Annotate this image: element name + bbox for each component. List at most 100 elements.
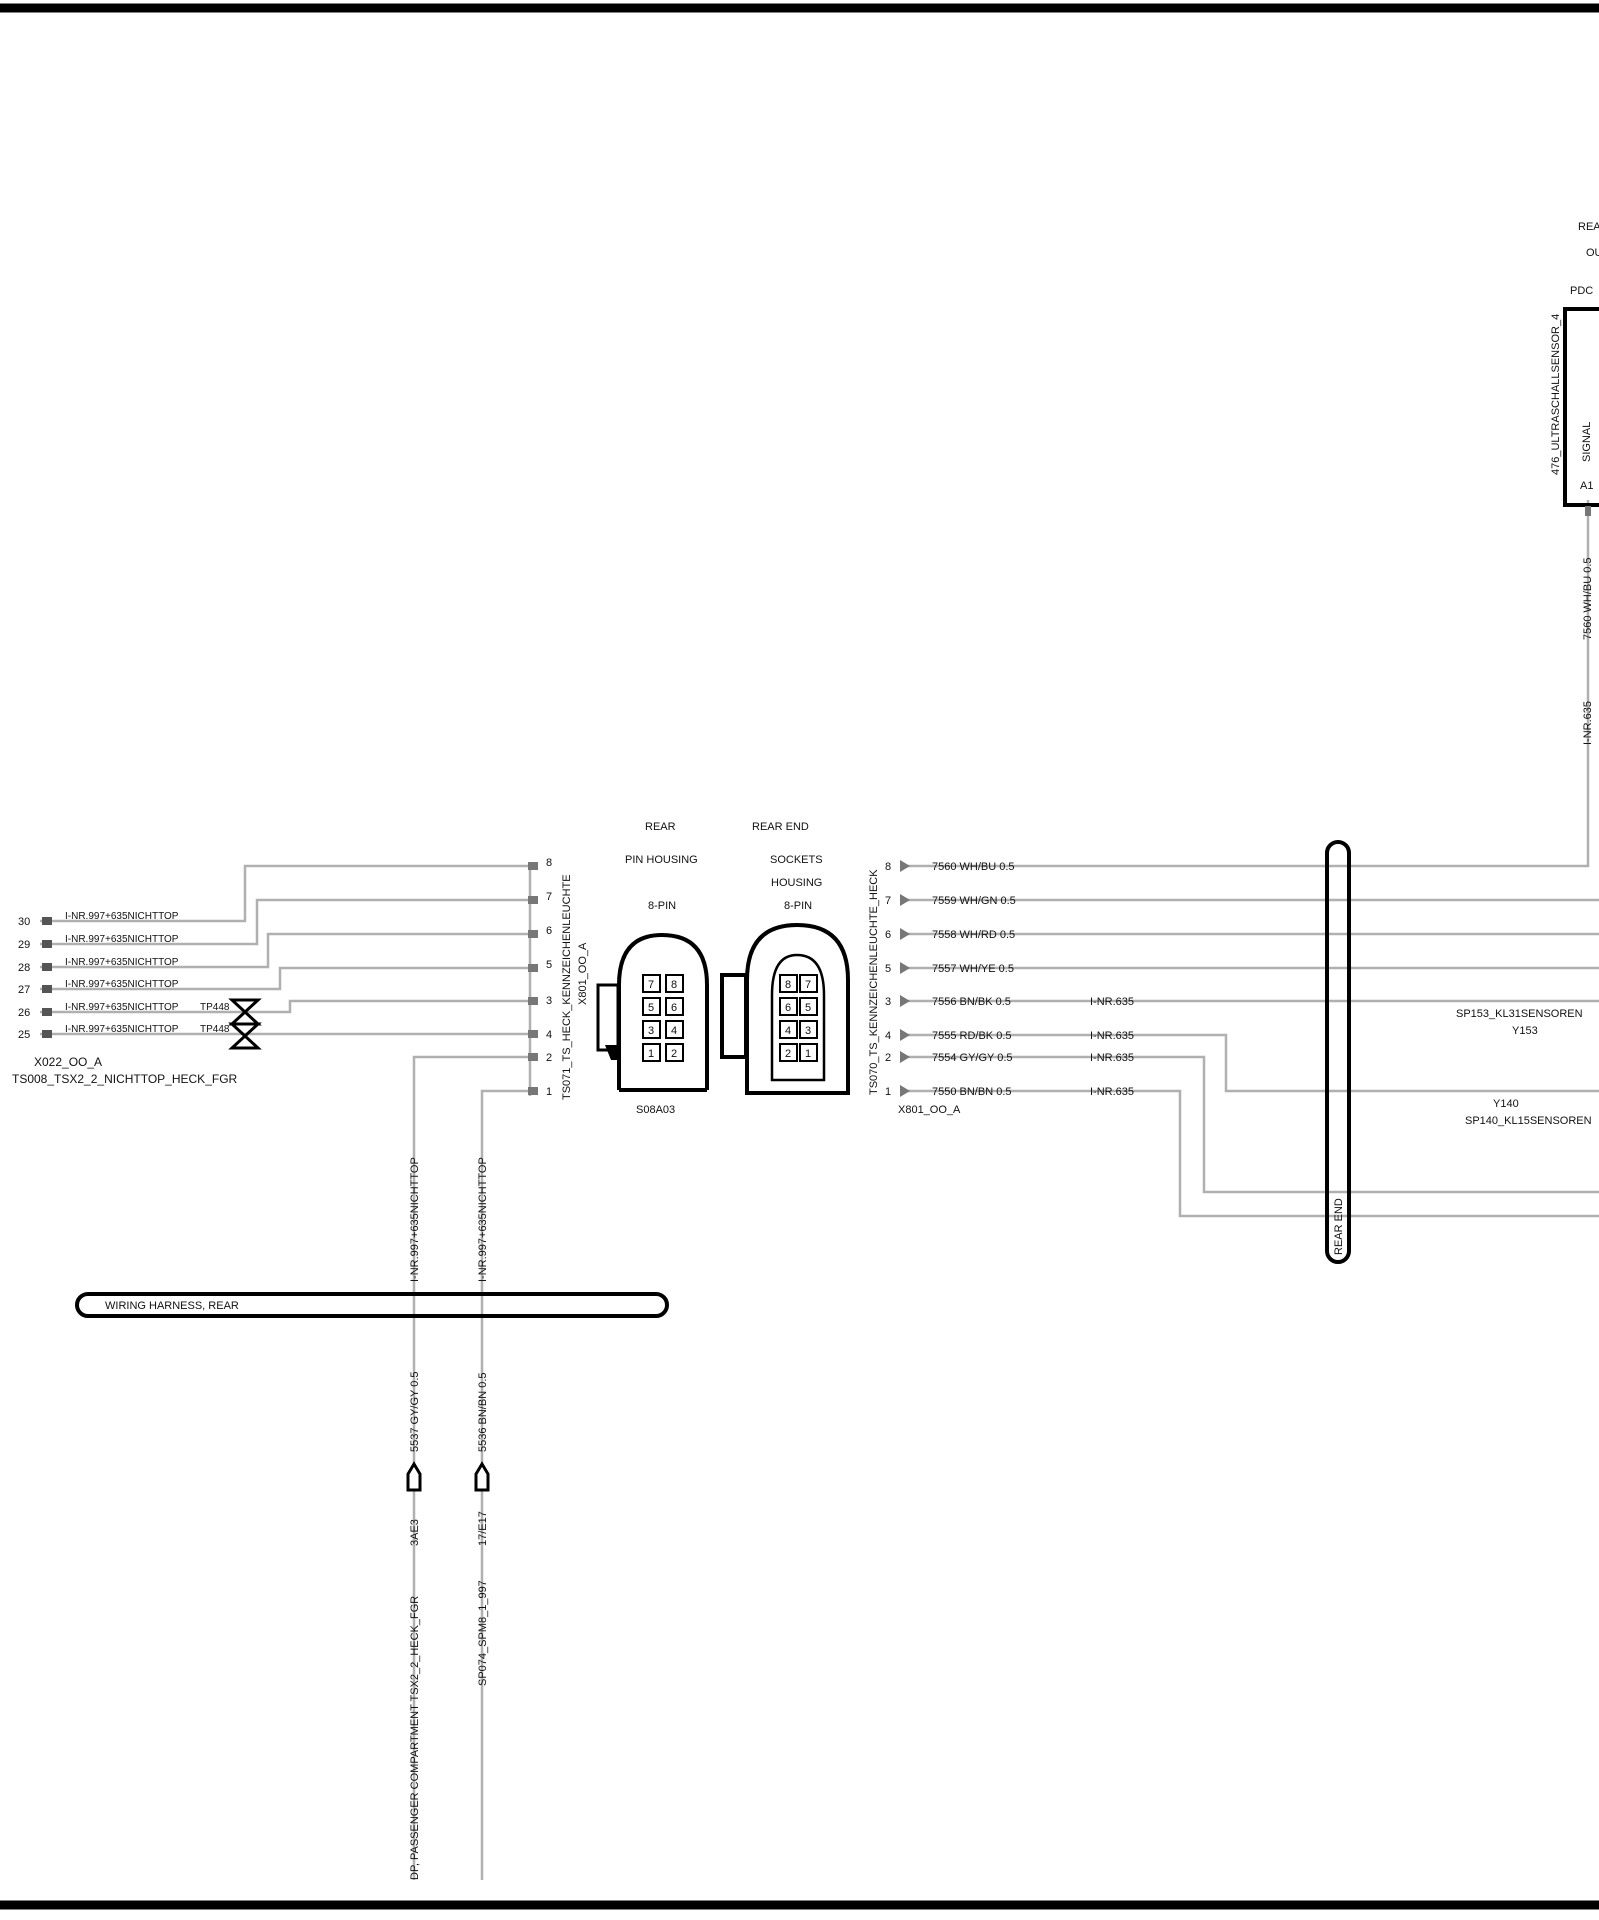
right-pin-flag bbox=[900, 928, 910, 940]
center-left-pin-stub bbox=[528, 1030, 538, 1038]
pin-housing-foot bbox=[605, 1045, 620, 1060]
right-pin-flag bbox=[900, 1085, 910, 1097]
pin-housing-title: PIN HOUSING bbox=[625, 854, 698, 866]
socket-housing-title: SOCKETS bbox=[770, 854, 823, 866]
pin-housing-grid: 7 8 5 6 3 4 1 2 bbox=[642, 974, 684, 1062]
right-pin-number: 6 bbox=[885, 929, 891, 941]
pin-housing-outline bbox=[617, 932, 709, 1090]
right-wire-1 bbox=[906, 1089, 1599, 1218]
right-pin-number: 8 bbox=[885, 861, 891, 873]
left-connector: 30 29 28 27 26 25 I-NR.997+635NICHTTOP I… bbox=[12, 864, 530, 1086]
splice-sp153-name: SP153_KL31SENSOREN bbox=[1456, 1008, 1583, 1020]
center-left-connector: 8 7 6 5 3 4 2 1 TS071_TS_HECK_KENNZEICHE… bbox=[412, 857, 589, 1880]
pin-housing-cell-number: 6 bbox=[671, 1002, 677, 1014]
center-left-pin-stub bbox=[528, 1087, 538, 1095]
right-pin-number: 2 bbox=[885, 1052, 891, 1064]
right-pin-flag bbox=[900, 962, 910, 974]
left-wire-28 bbox=[40, 932, 530, 969]
pin-housing-title: 8-PIN bbox=[648, 900, 676, 912]
splice-sp153-code: Y153 bbox=[1512, 1025, 1538, 1037]
socket-housing-inner bbox=[770, 953, 826, 1082]
drop-note: I-NR.997+635NICHTTOP bbox=[409, 1157, 421, 1282]
left-pin-number: 28 bbox=[18, 962, 30, 974]
left-pin-stub bbox=[42, 940, 52, 948]
right-pin-flag bbox=[900, 894, 910, 906]
pin-housing-cell-number: 3 bbox=[648, 1025, 654, 1037]
rear-wiring-harness-band bbox=[75, 1292, 669, 1318]
left-wire-29 bbox=[40, 898, 530, 946]
socket-housing: REAR END SOCKETS HOUSING 8-PIN 8 7 6 5 4… bbox=[720, 821, 850, 1095]
drop-terminal-icon bbox=[406, 1461, 422, 1492]
right-wire-label: 7558 WH/RD 0.5 bbox=[932, 929, 1015, 941]
left-wire-label: I-NR.997+635NICHTTOP bbox=[65, 979, 179, 990]
right-pin-flag bbox=[900, 860, 910, 872]
socket-housing-cell-number: 7 bbox=[805, 979, 811, 991]
right-wire-8 bbox=[906, 500, 1590, 868]
left-wire-label: I-NR.997+635NICHTTOP bbox=[65, 934, 179, 945]
center-left-pin-stub bbox=[528, 862, 538, 870]
center-left-pin-number: 5 bbox=[546, 959, 552, 971]
pin-housing-code: S08A03 bbox=[636, 1104, 675, 1116]
pin-housing-cell-number: 5 bbox=[648, 1002, 654, 1014]
drop-note: I-NR.997+635NICHTTOP bbox=[477, 1157, 489, 1282]
left-pin-number: 30 bbox=[18, 916, 30, 928]
left-pin-stub bbox=[42, 985, 52, 993]
right-pin-number: 7 bbox=[885, 895, 891, 907]
pin-housing-cell bbox=[665, 1020, 684, 1039]
test-point-label: TP448 bbox=[200, 1002, 230, 1013]
center-left-pin-number: 1 bbox=[546, 1086, 552, 1098]
drop-wire: 5537 GY/GY 0.5 bbox=[409, 1371, 421, 1452]
center-left-pin-stub bbox=[528, 1053, 538, 1061]
right-wire-note: I-NR.635 bbox=[1090, 1052, 1134, 1064]
socket-housing-cell bbox=[799, 1020, 818, 1039]
drop-2: I-NR.997+635NICHTTOP 5536 BN/BN 0.5 17/E… bbox=[474, 1157, 490, 1686]
socket-housing-cell bbox=[799, 1043, 818, 1062]
center-left-pin-stub bbox=[528, 997, 538, 1005]
left-connector-trace: TS008_TSX2_2_NICHTTOP_HECK_FGR bbox=[12, 1072, 238, 1086]
right-connector-name: X801_OO_A bbox=[898, 1104, 961, 1116]
pdc-pin-label: A1 bbox=[1580, 480, 1593, 492]
right-wire-note: I-NR.635 bbox=[1090, 1030, 1134, 1042]
rear-end-harness-label: REAR END bbox=[1333, 1198, 1345, 1255]
center-left-pin-number: 3 bbox=[546, 995, 552, 1007]
pin-housing-cell bbox=[642, 997, 661, 1016]
socket-housing-latch bbox=[720, 973, 748, 1059]
right-wire-label: 7560 WH/BU 0.5 bbox=[932, 861, 1015, 873]
pdc-box bbox=[1563, 307, 1599, 507]
pdc-signal-label: SIGNAL bbox=[1581, 422, 1593, 462]
pdc-module: REA OU PDC 476_ULTRASCHALLSENSOR_4 SIGNA… bbox=[1550, 221, 1599, 745]
pin-housing-cell-number: 7 bbox=[648, 979, 654, 991]
pin-housing-cell-number: 1 bbox=[648, 1048, 654, 1060]
right-wire-label: 7556 BN/BK 0.5 bbox=[932, 996, 1011, 1008]
center-left-trace-label: TS071_TS_HECK_KENNZEICHENLEUCHTE bbox=[561, 874, 573, 1100]
center-left-connector-name: X801_OO_A bbox=[577, 942, 589, 1005]
right-pin-number: 5 bbox=[885, 963, 891, 975]
rear-end-harness: REAR END bbox=[1325, 840, 1351, 1264]
drop-ref: 17/E17 bbox=[477, 1511, 489, 1546]
right-connector: 8 7 6 5 3 4 2 1 7560 WH/BU 0.5 7559 WH/G… bbox=[868, 500, 1599, 1218]
pdc-wire-note: I-NR.635 bbox=[1582, 701, 1594, 745]
pdc-label: PDC bbox=[1570, 285, 1593, 297]
left-wire-label: I-NR.997+635NICHTTOP bbox=[65, 957, 179, 968]
center-left-pin-number: 6 bbox=[546, 925, 552, 937]
drop-dest: SP074_SPM8_1_997 bbox=[477, 1580, 489, 1686]
drop-terminal-icon bbox=[474, 1461, 490, 1492]
rear-end-harness-band bbox=[1325, 840, 1351, 1264]
center-left-pin-stub bbox=[528, 896, 538, 904]
rear-wiring-harness: WIRING HARNESS, REAR bbox=[75, 1292, 669, 1318]
socket-housing-title: REAR END bbox=[752, 821, 809, 833]
socket-housing-cell bbox=[779, 997, 798, 1016]
right-wire-label: 7555 RD/BK 0.5 bbox=[932, 1030, 1012, 1042]
pin-housing-cell bbox=[642, 1043, 661, 1062]
socket-housing-title: 8-PIN bbox=[784, 900, 812, 912]
right-wire-label: 7557 WH/YE 0.5 bbox=[932, 963, 1014, 975]
right-pin-number: 4 bbox=[885, 1030, 891, 1042]
pin-housing-cell bbox=[642, 1020, 661, 1039]
center-left-pin-stub bbox=[528, 964, 538, 972]
center-left-pin-stub bbox=[528, 930, 538, 938]
left-wire-label: I-NR.997+635NICHTTOP bbox=[65, 1002, 179, 1013]
pin-housing-cell bbox=[665, 997, 684, 1016]
splice-labels: SP153_KL31SENSOREN Y153 Y140 SP140_KL15S… bbox=[1456, 1008, 1592, 1127]
center-left-pin-number: 4 bbox=[546, 1029, 552, 1041]
